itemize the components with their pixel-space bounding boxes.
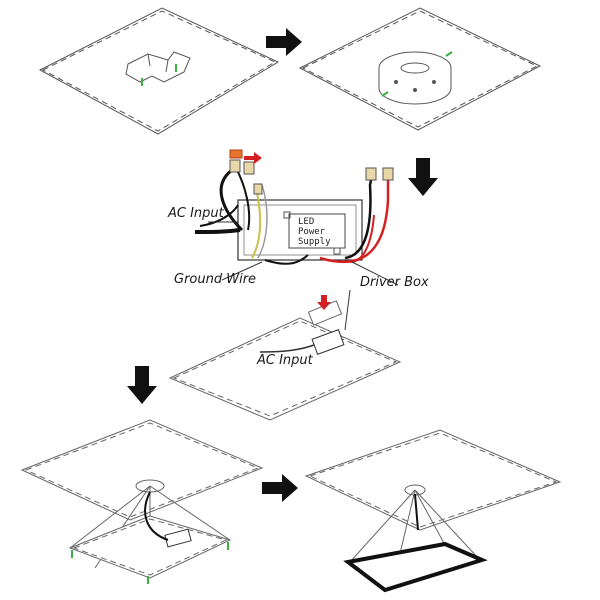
step2-green-markers (381, 51, 453, 97)
small-red-arrow-icon (317, 295, 331, 310)
step3-panel-with-driver (168, 300, 402, 421)
ac-input-label-bottom: AC Input (257, 353, 313, 368)
black-wire (219, 168, 244, 232)
ground-wire-label: Ground Wire (174, 272, 257, 287)
power-supply-line3: Supply (298, 237, 331, 247)
driver-box-label: Driver Box (360, 275, 429, 290)
step1-green-markers (141, 64, 177, 86)
wiring-detail (194, 149, 399, 331)
power-supply-label-box (288, 213, 346, 249)
step4-green-markers (71, 542, 229, 584)
ground-wire (251, 187, 262, 259)
step2-panel-with-canopy (298, 7, 542, 131)
step5-final-panel (304, 429, 562, 593)
arrow-down-icon-2 (127, 366, 157, 404)
wire-nut-icon (229, 149, 243, 159)
ac-input-cable (194, 228, 241, 234)
step1-panel-with-bracket (38, 7, 280, 135)
ac-input-label-top: AC Input (168, 206, 224, 221)
power-supply-line1: LED (298, 217, 315, 227)
red-arrow-icon (244, 152, 262, 164)
power-supply-text: LED Power Supply (298, 217, 331, 247)
power-supply-line2: Power (298, 227, 326, 237)
arrow-right-icon (266, 28, 302, 56)
arrow-right-icon-2 (262, 474, 298, 502)
red-wire (319, 178, 390, 263)
step4-suspended-panel (20, 419, 264, 579)
arrow-down-icon (408, 158, 438, 196)
led-panel-frame (343, 541, 488, 593)
